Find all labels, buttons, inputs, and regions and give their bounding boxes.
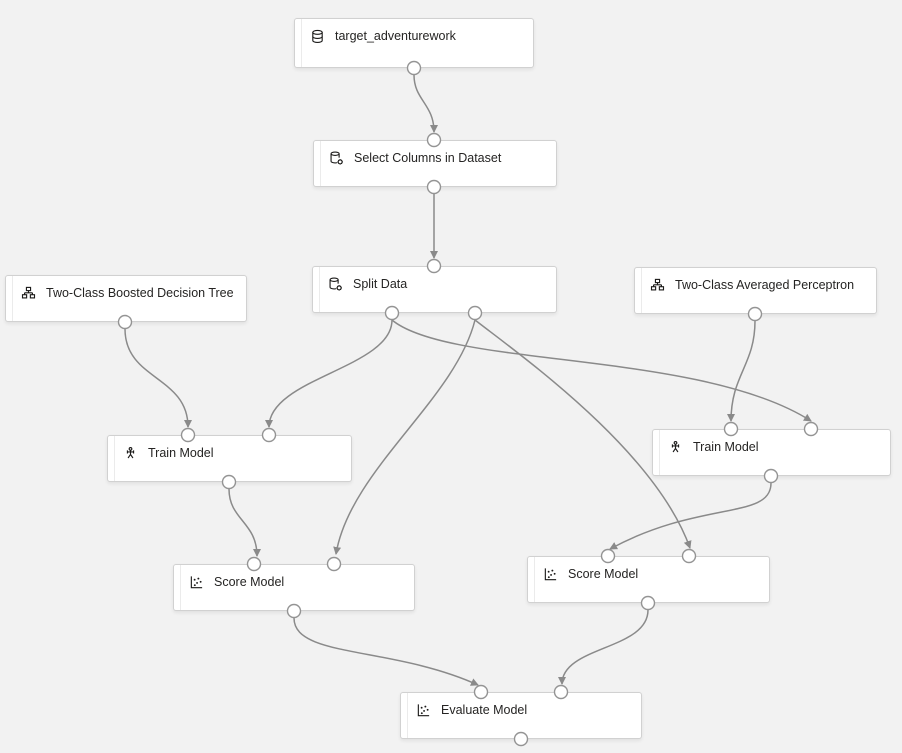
train-model-icon <box>668 440 683 455</box>
port-score-right-input-2[interactable] <box>681 548 697 564</box>
port-train-left-input-1[interactable] <box>180 427 196 443</box>
node-train-model-left[interactable]: Train Model <box>107 435 352 482</box>
node-label: Two-Class Averaged Perceptron <box>675 278 855 292</box>
node-label: Evaluate Model <box>441 703 528 717</box>
scatter-plot-icon <box>543 567 558 582</box>
node-evaluate-model[interactable]: Evaluate Model <box>400 692 642 739</box>
port-train-left-output[interactable] <box>221 474 237 490</box>
node-target-adventurework[interactable]: target_adventurework <box>294 18 534 68</box>
node-label: Split Data <box>353 277 408 291</box>
port-select-columns-input[interactable] <box>426 132 442 148</box>
node-label: Select Columns in Dataset <box>354 151 502 165</box>
node-select-columns-in-dataset[interactable]: Select Columns in Dataset <box>313 140 557 187</box>
port-score-left-input-1[interactable] <box>246 556 262 572</box>
port-train-right-output[interactable] <box>763 468 779 484</box>
node-score-model-right[interactable]: Score Model <box>527 556 770 603</box>
port-score-right-input-1[interactable] <box>600 548 616 564</box>
port-train-right-input-1[interactable] <box>723 421 739 437</box>
node-label: Train Model <box>693 440 759 454</box>
port-split-data-input[interactable] <box>426 258 442 274</box>
port-score-left-output[interactable] <box>286 603 302 619</box>
node-two-class-boosted-decision-tree[interactable]: Two-Class Boosted Decision Tree <box>5 275 247 322</box>
edge-boosted-tree-to-train-left[interactable] <box>124 328 192 428</box>
edge-split-out1-to-train-right[interactable] <box>391 319 812 422</box>
node-label: Two-Class Boosted Decision Tree <box>46 286 234 300</box>
port-dataset-output[interactable] <box>406 60 422 76</box>
node-two-class-averaged-perceptron[interactable]: Two-Class Averaged Perceptron <box>634 267 877 314</box>
edge-train-left-to-score-left[interactable] <box>228 488 261 557</box>
port-evaluate-input-1[interactable] <box>473 684 489 700</box>
port-split-data-output-2[interactable] <box>467 305 483 321</box>
port-perceptron-output[interactable] <box>747 306 763 322</box>
scatter-plot-icon <box>416 703 431 718</box>
port-select-columns-output[interactable] <box>426 179 442 195</box>
port-train-left-input-2[interactable] <box>261 427 277 443</box>
edge-dataset-to-select-columns[interactable] <box>413 74 438 133</box>
port-score-left-input-2[interactable] <box>326 556 342 572</box>
node-label: Score Model <box>214 575 285 589</box>
database-gear-icon <box>328 277 343 292</box>
port-evaluate-input-2[interactable] <box>553 684 569 700</box>
hierarchy-icon <box>650 278 665 293</box>
edge-split-out2-to-score-left[interactable] <box>333 319 476 555</box>
port-boosted-tree-output[interactable] <box>117 314 133 330</box>
edge-score-right-to-evaluate[interactable] <box>558 609 649 685</box>
edge-perceptron-to-train-right[interactable] <box>727 320 756 422</box>
port-train-right-input-2[interactable] <box>803 421 819 437</box>
node-label: Train Model <box>148 446 214 460</box>
edge-score-left-to-evaluate[interactable] <box>293 617 479 686</box>
hierarchy-icon <box>21 286 36 301</box>
database-icon <box>310 29 325 44</box>
port-score-right-output[interactable] <box>640 595 656 611</box>
train-model-icon <box>123 446 138 461</box>
database-gear-icon <box>329 151 344 166</box>
node-label: Score Model <box>568 567 639 581</box>
edge-split-out2-to-score-right[interactable] <box>474 319 692 549</box>
edge-split-out1-to-train-left[interactable] <box>265 319 393 428</box>
node-score-model-left[interactable]: Score Model <box>173 564 415 611</box>
port-evaluate-output[interactable] <box>513 731 529 747</box>
scatter-plot-icon <box>189 575 204 590</box>
node-split-data[interactable]: Split Data <box>312 266 557 313</box>
edge-train-right-to-score-right[interactable] <box>609 482 772 550</box>
port-split-data-output-1[interactable] <box>384 305 400 321</box>
node-label: target_adventurework <box>335 29 456 43</box>
